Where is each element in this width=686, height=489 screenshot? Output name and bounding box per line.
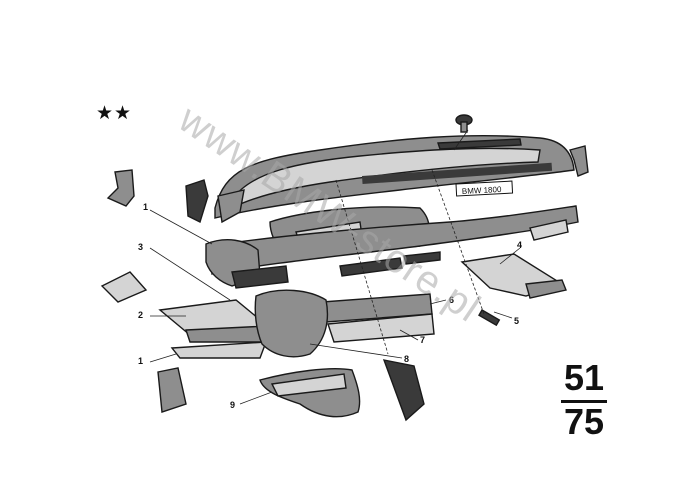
- dashboard-upper-panel: [214, 134, 575, 219]
- side-trim-part-1: [170, 341, 268, 359]
- left-knee-pad: [205, 239, 289, 289]
- left-mount-bracket: [106, 169, 135, 207]
- left-air-duct: [100, 271, 148, 303]
- pad-part-7: [327, 313, 435, 343]
- callout-1-low: 1: [138, 356, 143, 366]
- leader-lines: [149, 129, 521, 405]
- callout-8: 8: [404, 354, 409, 364]
- model-badge: BMW 1800: [455, 180, 514, 197]
- callout-9: 9: [230, 400, 235, 410]
- group-divider: [561, 400, 607, 403]
- callout-6: 6: [449, 295, 454, 305]
- group-number-bottom: 75: [563, 401, 605, 442]
- support-part-8: [382, 359, 425, 422]
- side-pad: [185, 179, 209, 223]
- callout-4: 4: [517, 240, 522, 250]
- callout-5: 5: [514, 316, 519, 326]
- fastener-screw: [455, 114, 473, 133]
- callout-3: 3: [138, 242, 143, 252]
- callout-1-top: 1: [143, 202, 148, 212]
- tray-part-4: [460, 253, 567, 299]
- right-end-bracket: [569, 145, 589, 177]
- lower-left-bracket: [157, 367, 187, 413]
- lower-padded-rail: [209, 205, 579, 277]
- callout-2: 2: [138, 310, 143, 320]
- tray-part-9: [259, 368, 361, 418]
- center-console: [254, 289, 329, 358]
- clip-part-5: [478, 309, 501, 327]
- left-panel-end: [217, 189, 245, 224]
- star-markers: ★★: [96, 102, 133, 124]
- group-number-top: 51: [563, 357, 605, 398]
- side-trim-part-2: [158, 299, 272, 343]
- callout-labels: 1 3 2 1 4 5 6 7 8 9: [138, 202, 522, 410]
- badge-text: BMW 1800: [462, 185, 503, 196]
- callout-7: 7: [420, 335, 425, 345]
